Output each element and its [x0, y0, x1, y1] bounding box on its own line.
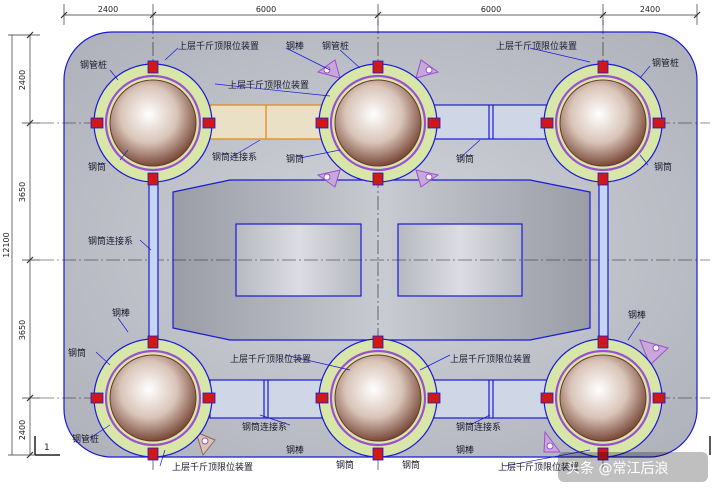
opening-left — [235, 223, 362, 297]
watermark-backdrop — [558, 452, 708, 482]
label-rod-tc: 钢棒 — [286, 40, 304, 52]
label-rod-br: 钢棒 — [456, 444, 474, 456]
dimension-lines — [8, 4, 698, 456]
dim-top-4: 2400 — [640, 5, 660, 14]
label-upper-jack-tc: 上层千斤顶限位装置 — [228, 79, 309, 91]
label-pipe-pile-tr: 钢管桩 — [652, 57, 679, 69]
pile-bottom-left — [93, 338, 213, 458]
dim-top-3: 6000 — [481, 5, 501, 14]
label-cylinder-tr-mid: 钢筒 — [456, 153, 474, 165]
pile-top-left — [93, 63, 213, 183]
label-cylinder-tc: 钢筒 — [286, 153, 304, 165]
pile-bottom-center — [318, 338, 438, 458]
label-upper-jack-bc: 上层千斤顶限位装置 — [230, 353, 311, 365]
dim-left-2: 3650 — [18, 182, 27, 202]
label-cylinder-bl: 钢筒 — [68, 347, 86, 359]
dim-left-1: 2400 — [18, 70, 27, 90]
pile-bottom-right — [543, 338, 663, 458]
label-pipe-pile-bl: 钢管桩 — [72, 433, 99, 445]
label-cylinder-bc2: 钢筒 — [402, 459, 420, 471]
label-connection-bl: 钢筒连接系 — [242, 421, 287, 433]
dim-top-2: 6000 — [256, 5, 276, 14]
label-cylinder-tl: 钢筒 — [88, 161, 106, 173]
dim-left-3: 3650 — [18, 320, 27, 340]
dim-total-height: 12100 — [2, 232, 11, 257]
dim-top-1: 2400 — [98, 5, 118, 14]
label-rod-br2: 钢棒 — [628, 309, 646, 321]
pile-top-right — [543, 63, 663, 183]
limit-devices — [90, 60, 666, 461]
label-cylinder-tr: 钢筒 — [654, 161, 672, 173]
connection-beams — [148, 104, 609, 419]
label-upper-jack-br: 上层千斤顶限位装置 — [498, 461, 579, 473]
label-pipe-pile-tc: 钢管桩 — [322, 40, 349, 52]
label-rod-bc: 钢棒 — [286, 444, 304, 456]
label-upper-jack-bl: 上层千斤顶限位装置 — [172, 461, 253, 473]
lugs — [195, 59, 669, 457]
watermark-text: 头条 @常江后浪 — [566, 460, 668, 477]
pile-top-center — [318, 63, 438, 183]
section-number: 1 — [44, 443, 50, 453]
label-pipe-pile-tl: 钢管桩 — [80, 59, 107, 71]
dimension-ticks — [26, 11, 701, 459]
label-connection-left: 钢筒连接系 — [88, 235, 133, 247]
leader-lines — [89, 47, 651, 467]
dim-left-4: 2400 — [18, 420, 27, 440]
label-cylinder-bc: 钢筒 — [336, 459, 354, 471]
label-rod-bl: 钢棒 — [112, 307, 130, 319]
section-marker-left: 1 — [34, 436, 60, 456]
label-upper-jack-tl: 上层千斤顶限位装置 — [178, 40, 259, 52]
label-connection-top: 钢筒连接系 — [212, 151, 257, 163]
label-connection-br: 钢筒连接系 — [456, 421, 501, 433]
label-upper-jack-bc2: 上层千斤顶限位装置 — [450, 353, 531, 365]
label-upper-jack-tr: 上层千斤顶限位装置 — [496, 40, 577, 52]
